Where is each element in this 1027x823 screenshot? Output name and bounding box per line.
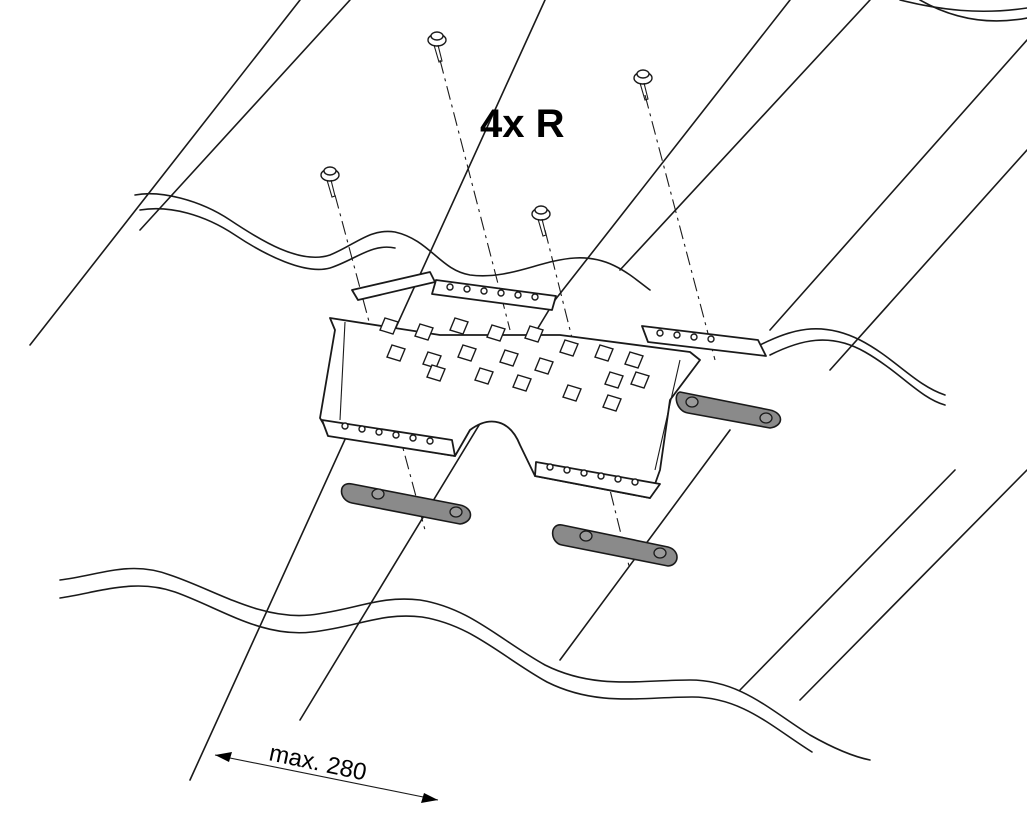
roof-step-plate xyxy=(319,271,767,499)
dimension-max-spacing: max. 280 xyxy=(214,739,439,803)
screw-icon xyxy=(531,205,551,237)
roof-tile-waves xyxy=(59,0,1027,761)
screw-icon xyxy=(633,69,653,101)
screw-icon xyxy=(427,31,447,63)
dimension-label: max. 280 xyxy=(267,739,369,786)
mounting-strap xyxy=(551,524,678,567)
anti-slip-perforations xyxy=(379,317,650,412)
flange-holes xyxy=(341,283,715,486)
mounting-strap xyxy=(340,483,472,525)
mounting-strap xyxy=(675,391,782,429)
screw-count-label: 4x R xyxy=(480,102,565,146)
screw-icon xyxy=(320,166,340,198)
